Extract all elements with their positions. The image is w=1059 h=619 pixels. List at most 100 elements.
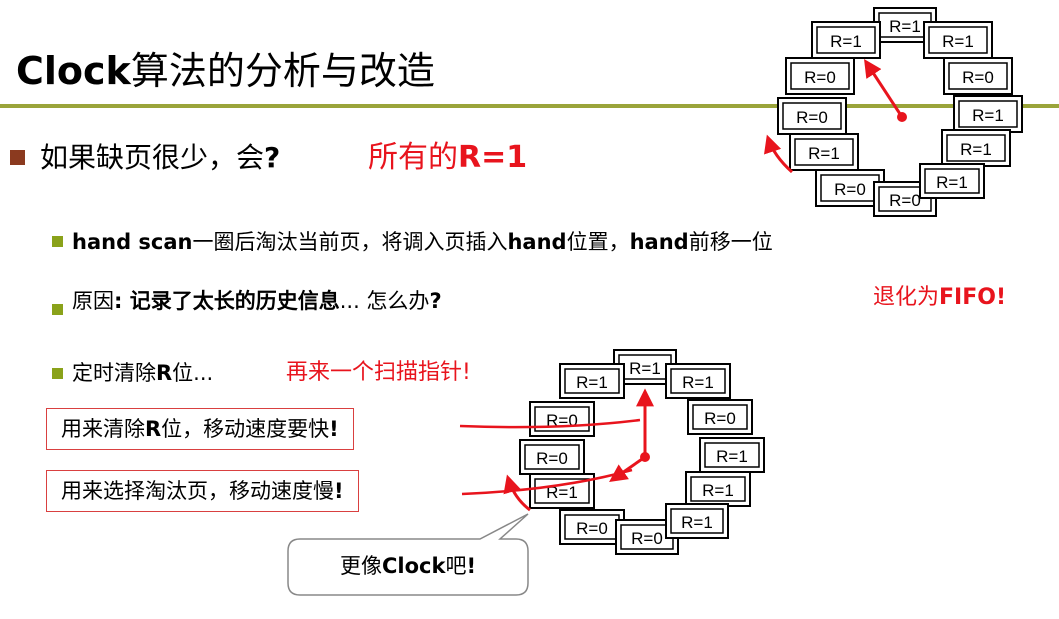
bullet-1-part: 位置， bbox=[566, 230, 630, 254]
fifo-bold: FIFO! bbox=[939, 285, 1006, 310]
bullet-2-part: ... bbox=[339, 289, 360, 313]
r-bit-label: R=1 bbox=[681, 513, 713, 532]
r-bit-label: R=1 bbox=[808, 144, 840, 163]
r-bit-label: R=0 bbox=[796, 108, 828, 127]
fifo-prefix: 退化为 bbox=[873, 285, 940, 310]
bullet-1-part: hand bbox=[629, 230, 689, 254]
r-bit-label: R=0 bbox=[962, 68, 994, 87]
rotation-arrow bbox=[764, 134, 793, 174]
bullet-square-icon bbox=[10, 150, 25, 165]
sub-bullet-icon bbox=[52, 236, 63, 247]
clear-box-part: R bbox=[145, 417, 162, 441]
page-frame: R=1 bbox=[529, 473, 595, 509]
speech-bubble-outline bbox=[287, 513, 529, 596]
question-text: 如果缺页很少，会 bbox=[40, 141, 265, 174]
r-bit-label: R=1 bbox=[942, 32, 974, 51]
page-frame: R=1 bbox=[923, 21, 993, 59]
page-frame: R=0 bbox=[943, 57, 1013, 95]
page-frames: R=1 R=1 R=1 R=0 R=0 R=1 R=0 R=1 R=1 R=0 … bbox=[777, 7, 1023, 217]
page-frame: R=0 bbox=[687, 399, 753, 435]
bullet-hand-scan: hand scan一圈后淘汰当前页，将调入页插入hand位置，hand前移一位 bbox=[72, 227, 773, 257]
page-frame: R=1 bbox=[811, 21, 881, 59]
clock-diagram-top: R=1 R=1 R=1 R=0 R=0 R=1 R=0 R=1 R=1 R=0 … bbox=[764, 7, 1023, 217]
page-frame: R=1 bbox=[665, 363, 731, 399]
page-frame: R=1 bbox=[699, 437, 765, 473]
r-bit-label: R=1 bbox=[682, 373, 714, 392]
r-bit-label: R=1 bbox=[960, 140, 992, 159]
bubble-part: ! bbox=[466, 554, 477, 578]
r-bit-label: R=0 bbox=[631, 529, 663, 548]
r-bit-label: R=1 bbox=[936, 173, 968, 192]
r-bit-label: R=0 bbox=[804, 68, 836, 87]
r-bit-label: R=0 bbox=[834, 180, 866, 199]
speech-bubble-text: 更像Clock吧! bbox=[288, 548, 528, 584]
sub-bullet-icon bbox=[52, 304, 63, 315]
page-frame: R=1 bbox=[941, 129, 1011, 167]
bullet-1-part: 一圈后淘汰当前页，将调入页插入 bbox=[192, 230, 508, 254]
bullet-1-part: hand scan bbox=[72, 230, 193, 254]
page-frame: R=0 bbox=[777, 97, 847, 135]
page-frame: R=0 bbox=[529, 401, 595, 437]
r-bit-label: R=0 bbox=[536, 449, 568, 468]
bullet-1-part: hand bbox=[507, 230, 567, 254]
bullet-2-part: ? bbox=[429, 289, 442, 313]
r-bit-label: R=1 bbox=[972, 106, 1004, 125]
clear-box-part: ! bbox=[329, 417, 339, 441]
r-bit-label: R=0 bbox=[546, 411, 578, 430]
clear-hand-box: 用来清除R位，移动速度要快! bbox=[46, 408, 354, 450]
r-bit-label: R=1 bbox=[716, 447, 748, 466]
select-box-part: 用来选择淘汰页，移动速度慢 bbox=[61, 479, 334, 503]
degenerate-note: 退化为FIFO! bbox=[873, 283, 1006, 313]
bullet-3-part: ... bbox=[193, 361, 214, 385]
page-frame: R=0 bbox=[559, 509, 625, 545]
r-bit-label: R=0 bbox=[704, 409, 736, 428]
main-question: 如果缺页很少，会? bbox=[40, 138, 280, 178]
answer-prefix: 所有的 bbox=[368, 140, 458, 175]
select-hand-box: 用来选择淘汰页，移动速度慢! bbox=[46, 470, 359, 512]
page-title: Clock算法的分析与改造 bbox=[16, 46, 435, 96]
bubble-part: 更像 bbox=[339, 554, 382, 578]
bubble-part: 吧 bbox=[445, 554, 467, 578]
clear-box-part: 用来清除 bbox=[61, 417, 145, 441]
r-bit-label: R=0 bbox=[889, 191, 921, 210]
r-bit-label: R=1 bbox=[576, 373, 608, 392]
page-frame: R=1 bbox=[665, 503, 729, 539]
bullet-clear-r: 定时清除R位... bbox=[72, 358, 213, 388]
answer-bold: R=1 bbox=[458, 140, 528, 175]
page-frames: R=1 R=1 R=1 R=0 R=0 R=1 R=0 R=1 R=1 R=0 … bbox=[519, 349, 765, 555]
bullet-2-part: 怎么办 bbox=[359, 289, 430, 313]
r-bit-label: R=1 bbox=[830, 32, 862, 51]
bullet-2-part: 原因 bbox=[72, 289, 114, 313]
clock-hand-arrow bbox=[864, 58, 904, 118]
page-frame: R=1 bbox=[559, 363, 625, 399]
page-frame: R=0 bbox=[815, 169, 885, 207]
title-rest: 算法的分析与改造 bbox=[130, 49, 435, 93]
page-frame: R=0 bbox=[519, 439, 585, 475]
sub-bullet-icon bbox=[52, 368, 63, 379]
clock-pivot bbox=[897, 112, 907, 122]
r-bit-label: R=1 bbox=[629, 359, 661, 378]
bullet-3-part: R bbox=[156, 361, 173, 385]
r-bit-label: R=1 bbox=[546, 483, 578, 502]
question-answer: 所有的R=1 bbox=[368, 138, 527, 178]
page-frame: R=1 bbox=[789, 133, 859, 171]
bullet-1-part: 前移一位 bbox=[688, 230, 773, 254]
r-bit-label: R=1 bbox=[702, 481, 734, 500]
bullet-reason: 原因: 记录了太长的历史信息... 怎么办? bbox=[72, 286, 442, 316]
bullet-3-part: 位 bbox=[172, 361, 194, 385]
r-bit-label: R=1 bbox=[889, 17, 921, 36]
bubble-part: Clock bbox=[381, 554, 446, 578]
clock-pivot bbox=[640, 452, 650, 462]
title-bold: Clock bbox=[16, 49, 131, 93]
r-bit-label: R=0 bbox=[576, 519, 608, 538]
page-frame: R=0 bbox=[785, 57, 855, 95]
bullet-2-part: : 记录了太长的历史信息 bbox=[114, 289, 340, 313]
new-hand-note: 再来一个扫描指针! bbox=[286, 360, 471, 385]
page-frame: R=1 bbox=[953, 95, 1023, 133]
select-box-part: ! bbox=[334, 479, 344, 503]
select-hand-arrow bbox=[609, 455, 646, 483]
clock-diagram-bottom: R=1 R=1 R=1 R=0 R=0 R=1 R=0 R=1 R=1 R=0 … bbox=[503, 349, 765, 555]
title-divider bbox=[0, 104, 1059, 108]
bullet-3-part: 定时清除 bbox=[72, 361, 156, 385]
